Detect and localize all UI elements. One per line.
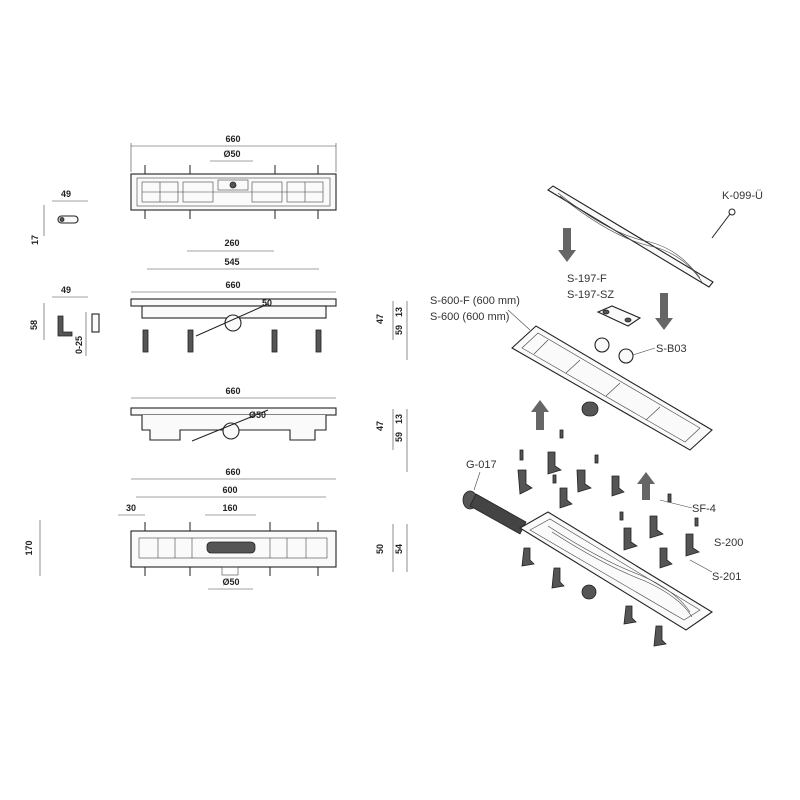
hook-icon	[728, 208, 736, 216]
down-arrow-icon	[558, 228, 576, 262]
side-view-1: 260 545 660 50 47 59 13	[130, 238, 408, 360]
foot-height-label: 17	[30, 235, 40, 245]
side1-mid-label: 545	[224, 257, 239, 267]
foot-detail: 49 17	[30, 189, 88, 245]
label-g017: G-017	[466, 459, 497, 471]
up-arrow-icon-2	[637, 472, 655, 500]
label-s197f: S-197-F	[567, 273, 607, 285]
channel-upper	[511, 325, 713, 451]
bottom-width-label: 660	[225, 467, 240, 477]
side2-width-label: 660	[225, 386, 240, 396]
plug-plate	[596, 305, 642, 327]
side-view-2: 660 Ø50 47 59 13	[130, 386, 408, 472]
top-outlet-label: Ø50	[223, 149, 240, 159]
side2-h2-label: 59	[394, 432, 404, 442]
seal-ring-2	[618, 348, 634, 364]
outlet-pipe-lower	[581, 584, 597, 600]
leg-width-label: 49	[61, 285, 71, 295]
side1-angle-label: 50	[262, 298, 272, 308]
foot-width-label: 49	[61, 189, 71, 199]
up-arrow-icon	[531, 400, 549, 430]
side1-width-label: 660	[225, 280, 240, 290]
exploded-view: K-099-Ü S-197-F S-197-SZ S-B03 S-600-F (…	[430, 185, 763, 647]
label-sf4: SF-4	[692, 503, 716, 515]
leg-detail: 49 58 0-25	[29, 285, 100, 356]
bottom-total-height-label: 170	[24, 540, 34, 555]
outlet-pipe-upper	[581, 401, 599, 417]
side1-h1-label: 47	[375, 314, 385, 324]
side2-h1-label: 47	[375, 421, 385, 431]
leg-adjust-label: 0-25	[74, 336, 84, 354]
leg-height-label: 58	[29, 320, 39, 330]
bottom-outlet-label: Ø50	[222, 577, 239, 587]
outlet-icon	[229, 181, 237, 189]
channel-lower	[518, 511, 714, 631]
label-s200: S-200	[714, 537, 743, 549]
side1-inner-label: 260	[224, 238, 239, 248]
label-k099: K-099-Ü	[722, 190, 763, 202]
down-arrow-icon-2	[655, 293, 673, 330]
side2-outlet-label: Ø50	[249, 410, 266, 420]
top-view: 660 Ø50	[130, 134, 337, 219]
bottom-h1-label: 50	[375, 544, 385, 554]
label-s600: S-600 (600 mm)	[430, 311, 509, 323]
bottom-center-label: 160	[222, 503, 237, 513]
label-sb03: S-B03	[656, 343, 687, 355]
bottom-view: 660 600 30 160 Ø50 170 50 54	[24, 467, 408, 590]
bottom-inner-label: 600	[222, 485, 237, 495]
top-width-label: 660	[225, 134, 240, 144]
bottom-edge-label: 30	[126, 503, 136, 513]
label-s600f: S-600-F (600 mm)	[430, 295, 520, 307]
label-s197sz: S-197-SZ	[567, 289, 614, 301]
side1-h2-label: 59	[394, 325, 404, 335]
label-s201: S-201	[712, 571, 741, 583]
side1-h3-label: 13	[394, 307, 404, 317]
grate-plate-icon	[206, 541, 256, 554]
bottom-h2-label: 54	[394, 544, 404, 554]
side2-h3-label: 13	[394, 414, 404, 424]
seal-ring-1	[594, 337, 610, 353]
